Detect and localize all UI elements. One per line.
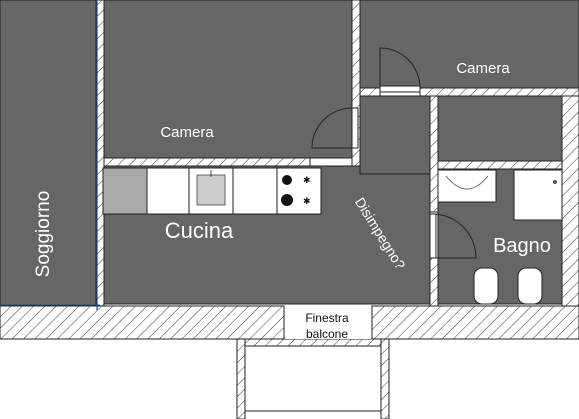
door-camera-2	[379, 47, 421, 93]
svg-text:✱: ✱	[303, 176, 311, 186]
balcony-floor	[244, 338, 382, 412]
door-camera-1	[311, 107, 359, 149]
window-label-line2: balcone	[306, 327, 348, 341]
label-cucina: Cucina	[165, 218, 234, 243]
kitchen-counter	[102, 167, 322, 215]
label-camera-2: Camera	[456, 60, 510, 77]
room-storage-floor	[437, 95, 563, 162]
window-opening	[285, 307, 371, 339]
label-bagno: Bagno	[493, 235, 551, 257]
svg-text:✱: ✱	[303, 197, 311, 207]
room-soggiorno-floor	[0, 0, 97, 306]
shower-tray	[513, 169, 563, 221]
room-disimpegno-floor	[359, 95, 431, 175]
label-camera-1: Camera	[160, 124, 214, 141]
toilet	[473, 267, 499, 305]
bathroom-sink	[437, 169, 497, 203]
door-bagno	[429, 213, 477, 259]
stove-burners: ✱ ✱	[281, 175, 311, 207]
label-soggiorno: Soggiorno	[33, 191, 54, 278]
bidet	[517, 267, 543, 305]
window-label-line1: Finestra	[305, 311, 349, 325]
